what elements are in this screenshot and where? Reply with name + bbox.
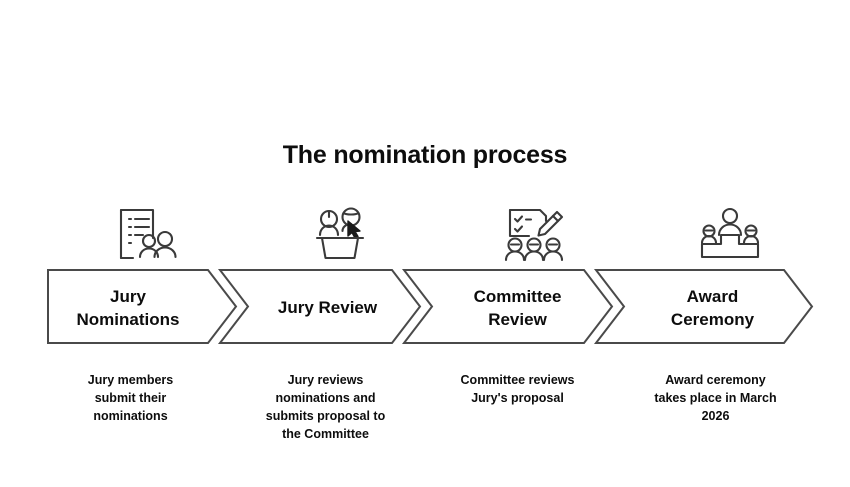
step-4-label-line1: Award <box>686 287 739 306</box>
step-3-caption: Committee reviews Jury's proposal <box>435 371 600 407</box>
step-4-caption: Award ceremony takes place in March 2026 <box>628 371 803 425</box>
step-3-label: Committee Review <box>435 286 600 331</box>
step-1-label-line1: Jury <box>110 287 146 306</box>
step-3-caption-line1: Committee reviews <box>460 373 575 387</box>
step-2-label-line1: Jury Review <box>277 298 378 317</box>
step-1-label-line2: Nominations <box>76 309 180 329</box>
step-3-arrow-shape[interactable] <box>401 269 614 344</box>
step-2-arrow-shape[interactable] <box>217 269 422 344</box>
step-4-caption-line3: 2026 <box>701 409 730 424</box>
step-1-caption-line1: Jury members <box>87 373 174 387</box>
step-1-label: Jury Nominations <box>48 286 208 331</box>
checklist-pencil-people-icon <box>504 208 564 262</box>
step-4-icon-cell <box>650 203 810 263</box>
page-title: The nomination process <box>282 141 568 169</box>
step-1-icon-cell <box>65 203 225 263</box>
step-1-caption: Jury members submit their nominations <box>53 371 208 425</box>
step-4-caption-line2: takes place in March <box>654 391 777 406</box>
step-2-caption-line2: nominations and <box>275 391 376 406</box>
step-2-caption-line3: submits proposal to <box>265 409 386 424</box>
step-3-caption-line2: Jury's proposal <box>471 391 564 406</box>
step-4-arrow-shape[interactable] <box>593 269 814 344</box>
step-3-label-line1: Committee <box>473 287 562 306</box>
step-4-label: Award Ceremony <box>630 286 795 331</box>
process-arrows-svg <box>47 269 814 344</box>
step-1-arrow-shape[interactable] <box>47 269 238 344</box>
step-2-caption-line1: Jury reviews <box>287 373 364 387</box>
step-icon-row <box>47 203 812 263</box>
process-arrow-band <box>40 262 820 352</box>
step-4-label-line2: Ceremony <box>670 309 755 329</box>
step-2-caption: Jury reviews nominations and submits pro… <box>243 371 408 444</box>
winners-podium-icon <box>700 207 760 259</box>
step-4-caption-line1: Award ceremony <box>665 373 766 387</box>
podium-people-cursor-icon <box>315 207 365 260</box>
step-2-caption-line4: the Committee <box>282 427 369 442</box>
document-people-icon <box>119 208 177 260</box>
step-3-icon-cell <box>455 203 615 263</box>
step-2-icon-cell <box>260 203 420 263</box>
step-2-label: Jury Review <box>245 297 410 320</box>
step-1-caption-line2: submit their <box>94 391 167 406</box>
step-1-caption-line3: nominations <box>93 409 168 424</box>
step-3-label-line2: Review <box>488 309 547 329</box>
